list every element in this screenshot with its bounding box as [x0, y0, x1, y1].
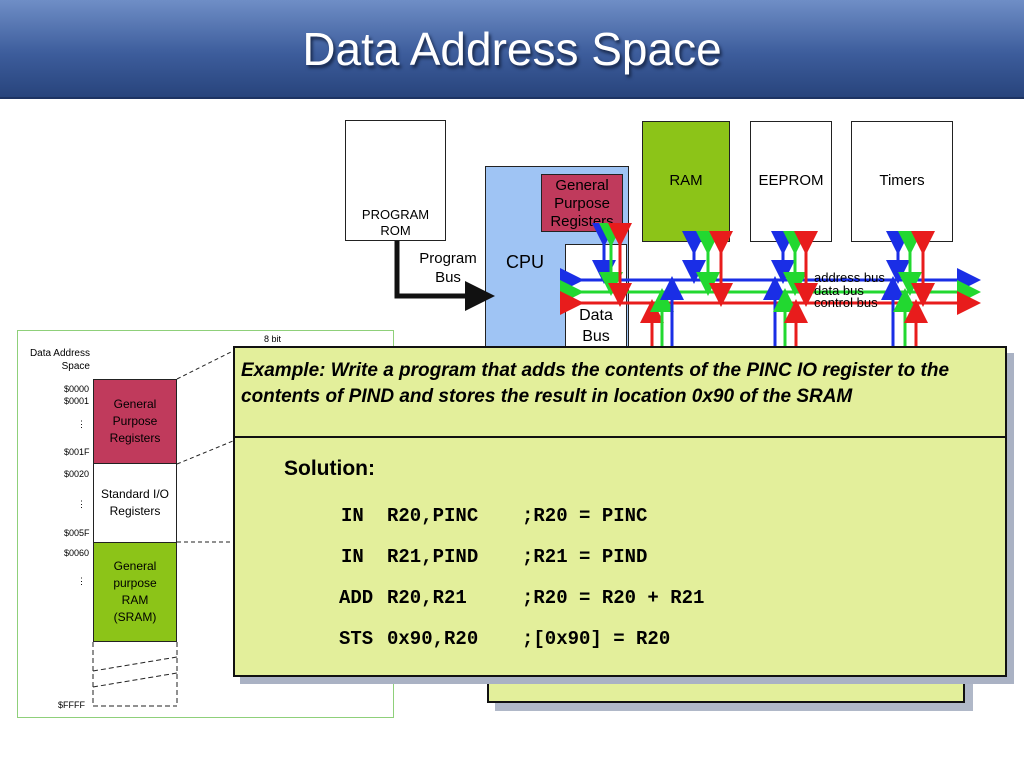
program-rom-box: PROGRAM ROM — [345, 120, 446, 241]
code-comment-1: ;R20 = PINC — [522, 505, 648, 527]
sram-region-label: General purpose RAM (SRAM) — [113, 559, 157, 624]
ellipsis-3: ⋮ — [77, 576, 86, 586]
addr-001f: $001F — [64, 447, 90, 457]
gpr-region: General Purpose Registers — [93, 379, 177, 464]
addr-0001: $0001 — [64, 396, 90, 406]
address-bus-label: address bus — [814, 270, 885, 285]
io-region: Standard I/O Registers — [93, 463, 177, 543]
program-rom-label: PROGRAM ROM — [361, 207, 430, 238]
ellipsis-2: ⋮ — [77, 499, 86, 509]
code-comment-2: ;R21 = PIND — [522, 546, 648, 568]
addr-0020: $0020 — [64, 469, 90, 479]
control-bus-label: control bus — [814, 295, 878, 310]
cpu-gpr-label: General Purpose Registers — [550, 177, 614, 230]
addr-0060: $0060 — [64, 548, 90, 558]
eeprom-box: EEPROM — [750, 121, 832, 242]
memory-map-heading: Data Address Space — [29, 348, 90, 372]
eeprom-label: EEPROM — [758, 172, 824, 189]
cpu-label: CPU — [505, 252, 544, 272]
timers-label: Timers — [879, 172, 925, 189]
program-bus-label: Program Bus — [419, 250, 477, 286]
code-op-2: IN — [341, 546, 364, 568]
code-args-4: 0x90,R20 — [387, 628, 479, 650]
code-op-1: IN — [341, 505, 364, 527]
example-divider — [235, 436, 1005, 438]
cpu-gpr-box: General Purpose Registers — [541, 174, 623, 232]
ram-box: RAM — [642, 121, 730, 242]
cpu-databus-label: Data Bus — [579, 307, 613, 345]
io-region-label: Standard I/O Registers — [100, 487, 170, 518]
code-comment-3: ;R20 = R20 + R21 — [522, 587, 705, 609]
code-args-3: R20,R21 — [387, 587, 467, 609]
code-op-4: STS — [339, 628, 374, 650]
ram-label: RAM — [669, 172, 703, 189]
addr-005f: $005F — [64, 528, 90, 538]
title-bar: Data Address Space — [0, 0, 1024, 99]
example-question: Example: Write a program that adds the c… — [241, 360, 950, 407]
timers-box: Timers — [851, 121, 953, 242]
sram-region: General purpose RAM (SRAM) — [93, 542, 177, 642]
code-args-1: R20,PINC — [387, 505, 479, 527]
code-op-3: ADD — [339, 587, 374, 609]
code-args-2: R21,PIND — [387, 546, 479, 568]
data-bus-label: data bus — [814, 283, 864, 298]
ellipsis-1: ⋮ — [77, 419, 86, 429]
example-popup: Example: Write a program that adds the c… — [233, 346, 1007, 677]
code-comment-4: ;[0x90] = R20 — [522, 628, 671, 650]
gpr-region-label: General Purpose Registers — [109, 397, 161, 445]
addr-0000: $0000 — [64, 384, 90, 394]
solution-heading: Solution: — [284, 457, 375, 480]
slide-title: Data Address Space — [302, 23, 722, 75]
memory-map-width-label: 8 bit — [264, 334, 282, 344]
addr-ffff: $FFFF — [58, 700, 85, 710]
